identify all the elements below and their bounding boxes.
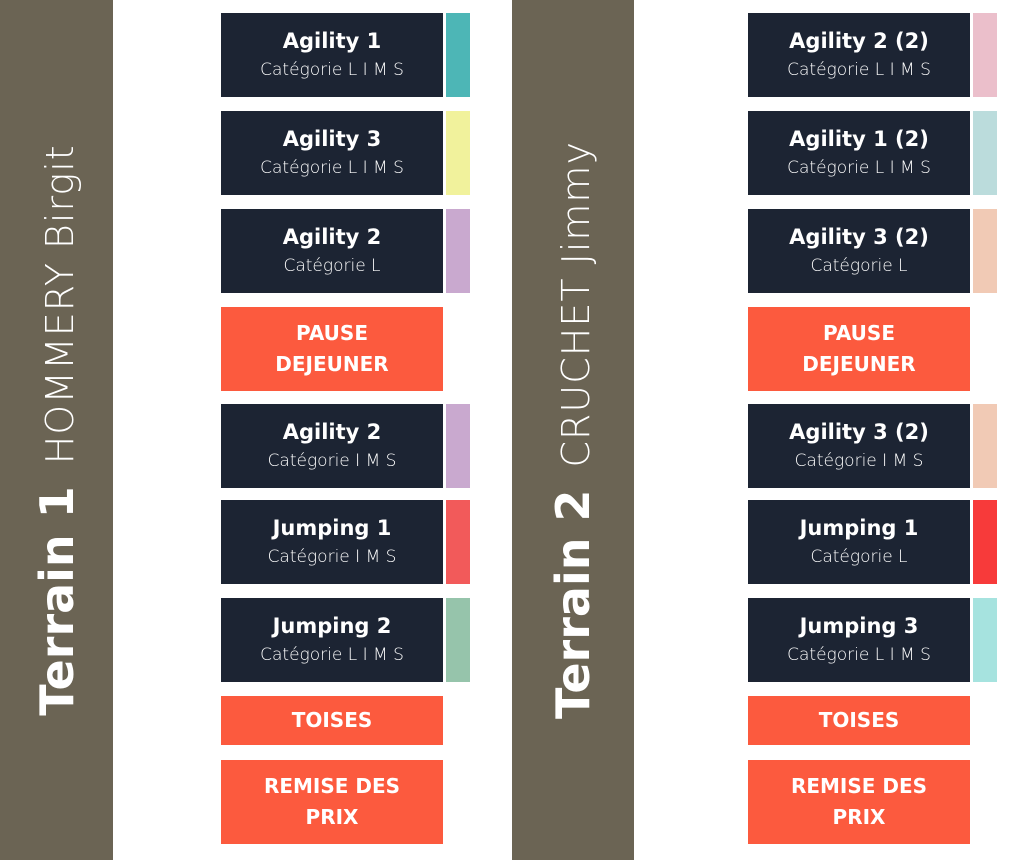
terrain-1-heading: Terrain 1 HOMMERY Birgit (30, 144, 84, 715)
event-color-tab (973, 111, 997, 195)
event-category: Catégorie L (810, 256, 908, 276)
break-card: TOISES (748, 696, 970, 745)
break-card: PAUSE DEJEUNER (748, 307, 970, 391)
event-card: Agility 2 (2) Catégorie L I M S (748, 13, 970, 97)
terrain-2-judge: CRUCHET Jimmy (554, 141, 598, 468)
event-card: Agility 2 Catégorie L (221, 209, 443, 293)
event-category: Catégorie L I M S (787, 158, 931, 178)
event-color-tab (973, 500, 997, 584)
terrain-1-label: Terrain 1 (29, 486, 84, 716)
event-title: Jumping 3 (799, 614, 919, 638)
event-color-tab (446, 209, 470, 293)
event-color-tab (446, 598, 470, 682)
event-color-tab (973, 598, 997, 682)
terrain-1-band: Terrain 1 HOMMERY Birgit (0, 0, 113, 860)
break-title-line: PRIX (832, 805, 886, 829)
break-title-line: PRIX (305, 805, 359, 829)
event-category: Catégorie L (283, 256, 381, 276)
event-card: Agility 3 (2) Catégorie I M S (748, 404, 970, 488)
event-card: Jumping 1 Catégorie I M S (221, 500, 443, 584)
event-title: Jumping 1 (799, 516, 919, 540)
event-color-tab (973, 404, 997, 488)
event-color-tab (446, 500, 470, 584)
event-card: Agility 1 Catégorie L I M S (221, 13, 443, 97)
event-color-tab (446, 404, 470, 488)
event-title: Agility 3 (282, 127, 382, 151)
break-card: PAUSE DEJEUNER (221, 307, 443, 391)
break-title-line: DEJEUNER (802, 352, 916, 376)
event-card: Jumping 1 Catégorie L (748, 500, 970, 584)
terrain-2-heading: Terrain 2 CRUCHET Jimmy (546, 141, 600, 719)
event-title: Agility 1 (2) (789, 127, 929, 151)
event-color-tab (446, 13, 470, 97)
event-category: Catégorie L I M S (260, 60, 404, 80)
terrain-2-band: Terrain 2 CRUCHET Jimmy (512, 0, 634, 860)
event-category: Catégorie L I M S (787, 60, 931, 80)
break-title-line: PAUSE (296, 321, 368, 345)
break-title-line: PAUSE (823, 321, 895, 345)
break-title-line: REMISE DES (263, 774, 401, 798)
event-title: Jumping 1 (272, 516, 392, 540)
event-category: Catégorie L I M S (787, 645, 931, 665)
terrain-2-label: Terrain 2 (546, 489, 600, 719)
event-title: Agility 2 (282, 420, 382, 444)
event-color-tab (973, 209, 997, 293)
event-title: Jumping 2 (272, 614, 392, 638)
event-title: Agility 3 (2) (789, 225, 929, 249)
event-card: Agility 3 Catégorie L I M S (221, 111, 443, 195)
event-title: Agility 1 (282, 29, 382, 53)
event-card: Agility 1 (2) Catégorie L I M S (748, 111, 970, 195)
event-category: Catégorie I M S (794, 451, 924, 471)
event-category: Catégorie L I M S (260, 645, 404, 665)
break-card: REMISE DES PRIX (748, 760, 970, 844)
break-title: TOISES (291, 708, 373, 732)
event-card: Jumping 2 Catégorie L I M S (221, 598, 443, 682)
break-card: TOISES (221, 696, 443, 745)
event-color-tab (973, 13, 997, 97)
event-color-tab (446, 111, 470, 195)
event-category: Catégorie I M S (267, 547, 397, 567)
event-category: Catégorie L I M S (260, 158, 404, 178)
event-category: Catégorie L (810, 547, 908, 567)
break-card: REMISE DES PRIX (221, 760, 443, 844)
event-title: Agility 2 (2) (789, 29, 929, 53)
event-title: Agility 3 (2) (789, 420, 929, 444)
event-title: Agility 2 (282, 225, 382, 249)
event-card: Jumping 3 Catégorie L I M S (748, 598, 970, 682)
event-card: Agility 2 Catégorie I M S (221, 404, 443, 488)
break-title: TOISES (818, 708, 900, 732)
terrain-1-judge: HOMMERY Birgit (37, 144, 82, 465)
break-title-line: DEJEUNER (275, 352, 389, 376)
event-category: Catégorie I M S (267, 451, 397, 471)
break-title-line: REMISE DES (790, 774, 928, 798)
event-card: Agility 3 (2) Catégorie L (748, 209, 970, 293)
